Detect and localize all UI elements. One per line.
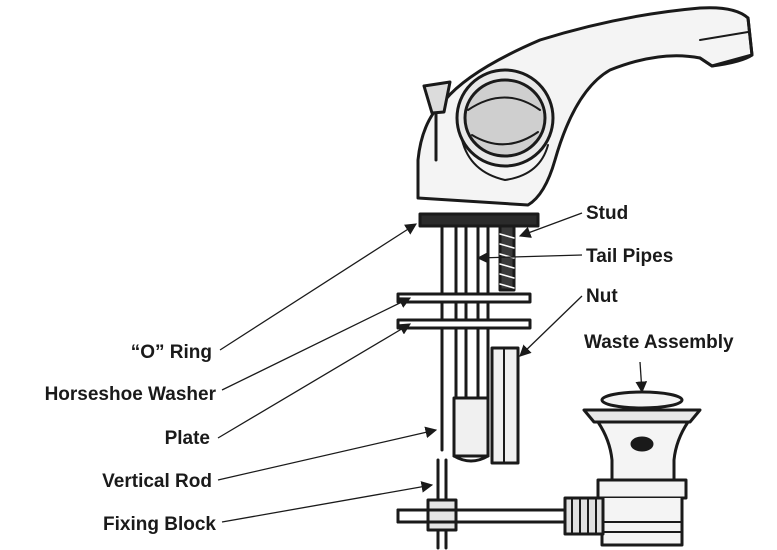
label-vertical-rod: Vertical Rod [102, 471, 212, 492]
leader-horseshoe-washer [221, 297, 412, 391]
lift-knob [422, 80, 452, 115]
waste-connector [563, 496, 605, 536]
o-ring-gasket [418, 212, 540, 228]
lower-pipe [452, 396, 490, 458]
spout-tip [698, 16, 754, 68]
label-fixing-block: Fixing Block [103, 514, 216, 535]
waste-flange [582, 408, 702, 424]
label-stud: Stud [586, 203, 628, 224]
label-o-ring: “O” Ring [131, 342, 212, 363]
fixing-block [426, 498, 458, 532]
leader-o-ring [219, 223, 417, 351]
plate [396, 318, 532, 330]
label-plate: Plate [165, 428, 210, 449]
leader-waste-assembly [635, 361, 648, 394]
leader-vertical-rod [217, 426, 438, 481]
label-tail-pipes: Tail Pipes [586, 246, 673, 267]
waste-body-lower [596, 478, 688, 500]
horseshoe-washer [396, 292, 532, 304]
waste-stopper [600, 390, 684, 410]
leader-nut [519, 295, 583, 357]
label-waste-assembly: Waste Assembly [584, 332, 734, 353]
leader-stud [518, 212, 583, 238]
label-horseshoe-washer: Horseshoe Washer [45, 384, 217, 405]
leader-tail-pipes [476, 251, 583, 264]
label-nut: Nut [586, 286, 618, 307]
leader-plate [217, 323, 412, 439]
leader-fixing-block [221, 481, 434, 523]
